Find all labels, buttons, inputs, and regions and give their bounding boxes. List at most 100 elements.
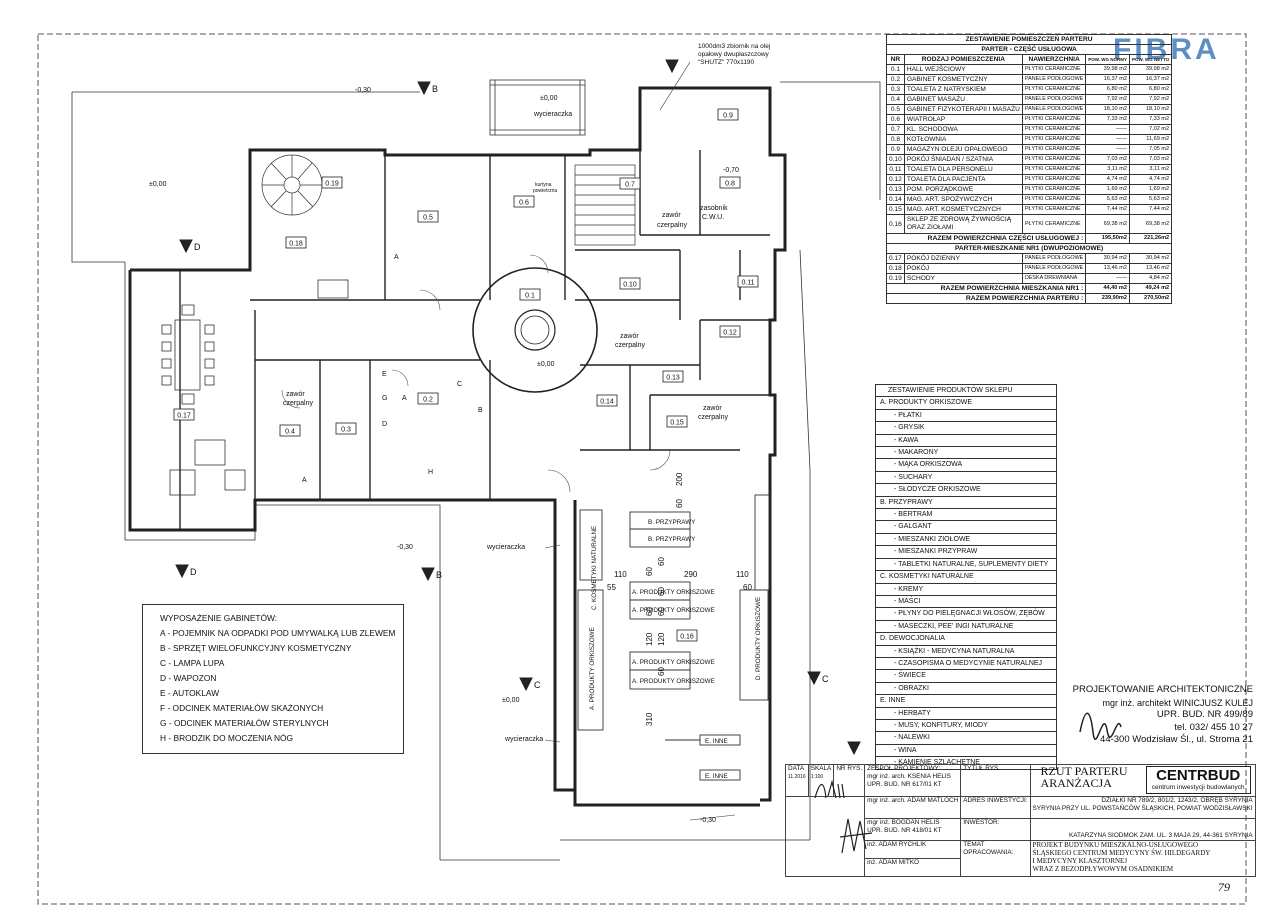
fixture-h: H: [428, 469, 433, 476]
room-schedule-section1: PARTER - CZĘŚĆ USŁUGOWA: [885, 44, 1173, 55]
dimension-value: 60: [675, 499, 684, 508]
room-nr: 0.5: [886, 104, 905, 115]
product-item: - KREMY: [875, 582, 1057, 596]
room-nr: 0.12: [886, 174, 905, 185]
product-item: - MAKARONY: [875, 446, 1057, 460]
address-cell: DZIAŁKI NR 789/2, 801/2, 1243/2, OBRĘB S…: [1029, 796, 1256, 819]
room-number: 0.6: [519, 200, 529, 207]
topic-line2: ŚLĄSKIEGO CENTRUM MEDYCYNY ŚW. HILDEGARD…: [1032, 849, 1211, 857]
legend-item: E - AUTOKLAW: [160, 688, 220, 698]
room-a2: 1,69 m2: [1128, 184, 1173, 195]
zawor-1b: czerpalny: [657, 222, 687, 229]
product-schedule: ZESTAWIENIE PRODUKTÓW SKLEPU A. PRODUKTY…: [875, 383, 1057, 770]
shelf-inne-2: E. INNE: [705, 773, 728, 780]
room-tag-box: [279, 424, 301, 437]
product-item-label: - KAWA: [875, 433, 1057, 448]
room-nr: 0.3: [886, 84, 905, 95]
dimension-value: 60: [657, 587, 666, 596]
address-label: ADRES INWESTYCJI:: [960, 796, 1031, 819]
section-marker-labels: B D D B C C: [190, 84, 829, 690]
equipment-legend: WYPOSAŻENIE GABINETÓW: A - POJEMNIK NA O…: [142, 604, 404, 754]
hall-rotunda: [472, 267, 598, 393]
room-tag-box: [335, 422, 357, 435]
sum-apartment-label: RAZEM POWIERZCHNIA MIESZKANIA NR1 :: [885, 283, 1087, 294]
team-member-4: inż. ADAM RYCHLIK: [867, 841, 927, 848]
marker-d-bottom: D: [190, 567, 197, 577]
room-number: 0.3: [341, 427, 351, 434]
drawing-number-label: NR RYS.: [836, 765, 863, 772]
product-item: - GALGANT: [875, 520, 1057, 534]
room-finish: PŁYTKI CERAMICZNE: [1021, 84, 1087, 95]
room-tag-box: [619, 177, 641, 190]
product-item: - KAWA: [875, 433, 1057, 448]
room-name: POKÓJ: [903, 263, 1023, 274]
product-item-label: - NALEWKI: [875, 731, 1057, 745]
room-a2: 3,11 m2: [1128, 164, 1173, 175]
product-item-label: - HERBATY: [875, 706, 1057, 720]
team-cell-5: inż. ADAM MITKO: [864, 858, 962, 877]
dimension-value: 290: [684, 570, 698, 579]
room-finish: PŁYTKI CERAMICZNE: [1021, 204, 1087, 215]
wycieraczka-top: wycieraczka: [533, 111, 572, 118]
sum-total-label: RAZEM POWIERZCHNIA PARTERU :: [885, 293, 1087, 304]
product-item: - SŁODYCZE ORKISZOWE: [875, 483, 1057, 497]
room-number: 0.1: [525, 293, 535, 300]
room-a1: 18,10 m2: [1085, 104, 1130, 115]
product-item-label: - PŁATKI: [875, 408, 1057, 423]
room-a2: 7,44 m2: [1128, 204, 1173, 215]
topic-line4: WRAZ Z BEZODPŁYWOWYM OSADNIKIEM: [1032, 865, 1174, 873]
room-a1: 4,74 m2: [1085, 174, 1130, 185]
product-item: - TABLETKI NATURALNE, SUPLEMENTY DIETY: [875, 557, 1057, 572]
product-item-label: - MĄKA ORKISZOWA: [875, 458, 1057, 472]
room-nr: 0.10: [886, 154, 905, 165]
wycieraczka-mid: wycieraczka: [486, 544, 525, 551]
zawor-4a: zawór: [703, 405, 722, 412]
legend-item: H - BRODZIK DO MOCZENIA NÓG: [160, 733, 294, 743]
room-a2: 7,02 m2: [1128, 124, 1173, 135]
room-finish: PANELE PODŁOGOWE: [1021, 104, 1087, 115]
stamp-line2: mgr inż. architekt WINICJUSZ KULEJ: [1102, 697, 1253, 708]
room-name: GABINET FIZYKOTERAPII I MASAŻU: [903, 104, 1023, 115]
room-name: WIATROŁAP: [903, 114, 1023, 125]
sum-service-label: RAZEM POWIERZCHNIA CZĘŚCI USŁUGOWEJ :: [885, 233, 1087, 244]
product-category: E. INNE: [875, 694, 1057, 708]
product-category-label: D. DEWOCJONALIA: [875, 632, 1057, 646]
shelf-orkisz-1: A. PRODUKTY ORKISZOWE: [632, 589, 715, 596]
room-name: POM. PORZĄDKOWE: [903, 184, 1023, 195]
sum-total-a2: 270,50m2: [1128, 293, 1173, 304]
room-a2: 16,37 m2: [1128, 74, 1173, 85]
product-item: - MASECZKI, PEE' INGI NATURALNE: [875, 619, 1057, 634]
room-nr: 0.2: [886, 74, 905, 85]
company-subtitle: centrum inwestycji budowlanych: [1151, 784, 1245, 791]
team-member-1: mgr inż. arch. KSENIA HELIS: [867, 773, 951, 780]
sum-service-a1: 195,50m2: [1085, 233, 1130, 244]
room-finish: PANELE PODŁOGOWE: [1021, 253, 1087, 264]
room-a2: 7,33 m2: [1128, 114, 1173, 125]
room-number: 0.8: [725, 181, 735, 188]
signature-team-1: [814, 779, 845, 799]
team-cell: ZESPÓŁ PROJEKTOWY:mgr inż. arch. KSENIA …: [864, 764, 962, 797]
product-category: A. PRODUKTY ORKISZOWE: [875, 396, 1057, 410]
dimension-value: 55: [607, 583, 616, 592]
room-nr: 0.19: [886, 273, 905, 284]
room-tag-box: [719, 176, 741, 189]
room-area1: 69,38 m2: [1085, 214, 1130, 234]
product-item: - MUSY, KONFITURY, MIODY: [875, 718, 1057, 733]
room-nr: 0.6: [886, 114, 905, 125]
room-tag: 0.16: [676, 629, 698, 642]
room-a1: 7,33 m2: [1085, 114, 1130, 125]
sum-apartment-a1: 44,40 m2: [1085, 283, 1130, 294]
room-nr: 0.8: [886, 134, 905, 145]
legend-item: D - WAPOZON: [160, 673, 217, 683]
room-a1: 1,69 m2: [1085, 184, 1130, 195]
leader-lines: [544, 61, 736, 821]
